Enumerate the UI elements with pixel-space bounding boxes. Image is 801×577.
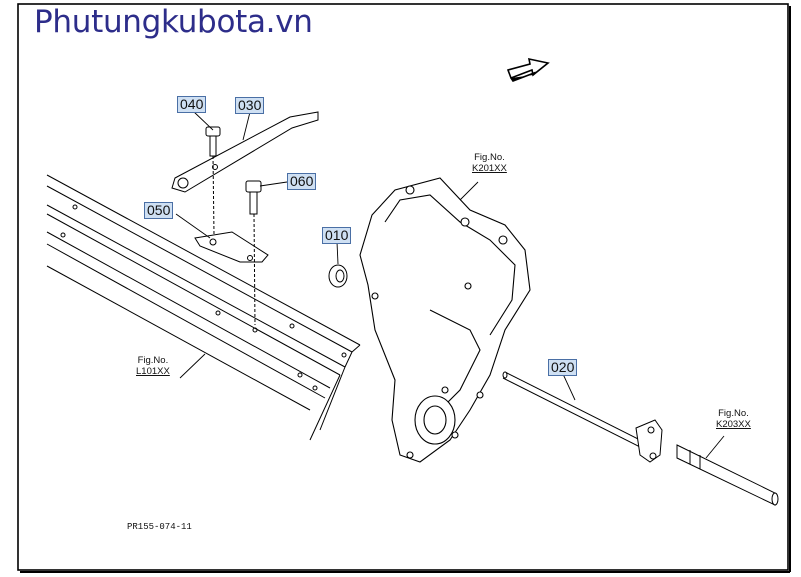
- figure-ref-l101[interactable]: Fig.No. L101XX: [136, 355, 170, 377]
- drawing-code: PR155-074-11: [127, 522, 192, 532]
- frame-rail: [46, 174, 361, 441]
- callout-060[interactable]: 060: [287, 173, 317, 190]
- figure-ref-code[interactable]: K203XX: [716, 419, 751, 430]
- bolt-part-040: [205, 126, 221, 236]
- figure-ref-k203[interactable]: Fig.No. K203XX: [716, 408, 751, 430]
- direction-arrow-icon: [506, 57, 550, 82]
- figure-ref-label: Fig.No.: [474, 152, 505, 163]
- callout-030[interactable]: 030: [235, 97, 265, 114]
- figure-ref-label: Fig.No.: [137, 355, 169, 366]
- housing-k201: [359, 177, 531, 463]
- callout-050[interactable]: 050: [144, 202, 174, 219]
- figure-ref-code[interactable]: L101XX: [136, 366, 170, 377]
- watermark-text: Phutungkubota.vn: [34, 4, 313, 40]
- figure-ref-code[interactable]: K201XX: [472, 163, 507, 174]
- shaft-part-020: [502, 371, 663, 463]
- shaft-k203: [676, 444, 779, 506]
- plate-part-030: [171, 111, 319, 193]
- diagram-border: [17, 3, 789, 571]
- bolt-part-060: [245, 180, 262, 326]
- figure-ref-k201[interactable]: Fig.No. K201XX: [472, 152, 507, 174]
- callout-020[interactable]: 020: [548, 359, 578, 376]
- callout-010[interactable]: 010: [322, 227, 352, 244]
- leader-lines: [175, 110, 725, 459]
- washer-part-010: [328, 264, 348, 288]
- figure-ref-label: Fig.No.: [718, 408, 749, 419]
- bracket-part-050: [194, 231, 269, 263]
- callout-040[interactable]: 040: [177, 96, 207, 113]
